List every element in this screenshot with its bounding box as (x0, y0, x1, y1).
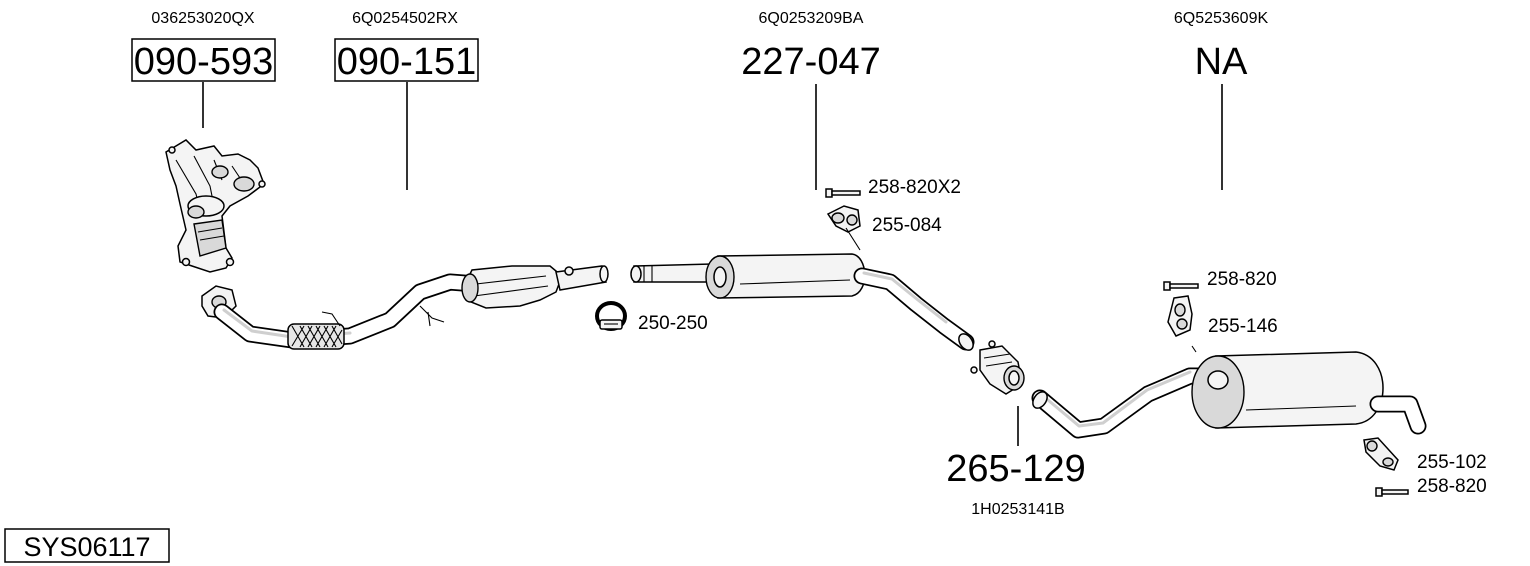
exhaust-manifold-drawing (165, 139, 266, 273)
bolt-tail-drawing (1375, 487, 1409, 497)
part-box-manifold (131, 38, 276, 82)
oem-number-middle-silencer: 6Q0253209BA (759, 10, 864, 27)
system-code: SYS06117 (23, 532, 150, 562)
accessory-label-bolt-tail[interactable]: 258-820 (1417, 476, 1487, 497)
accessory-label-rubber-mount-tail[interactable]: 255-102 (1417, 452, 1487, 473)
oem-number-front-pipe: 6Q0254502RX (352, 10, 458, 27)
oem-number-manifold: 036253020QX (151, 10, 255, 27)
accessory-label-bolt-rear[interactable]: 258-820 (1207, 269, 1277, 290)
bolt-rear-drawing (1163, 281, 1199, 291)
part-number-front-pipe[interactable]: 090-151 (337, 41, 476, 83)
accessory-label-clamp[interactable]: 250-250 (638, 313, 708, 334)
oem-number-connecting-pipe: 1H0253141B (971, 501, 1064, 518)
part-number-manifold[interactable]: 090-593 (134, 41, 273, 83)
connecting-pipe-drawing (970, 340, 1025, 395)
accessory-label-rubber-mount-rear[interactable]: 255-146 (1208, 316, 1278, 337)
part-number-middle-silencer[interactable]: 227-047 (741, 41, 880, 83)
accessory-label-bolt-middle[interactable]: 258-820X2 (868, 177, 961, 198)
rubber-mount-tail-drawing (1363, 437, 1399, 471)
clamp-250-250-drawing (595, 301, 627, 331)
rubber-mount-middle-drawing (826, 205, 861, 251)
rubber-mount-rear-drawing (1167, 295, 1193, 337)
front-pipe-catalyst-drawing (201, 265, 609, 350)
rear-silencer-drawing (1031, 345, 1427, 439)
accessory-label-rubber-mount-middle[interactable]: 255-084 (872, 215, 942, 236)
middle-silencer-drawing (630, 253, 975, 351)
part-number-rear-silencer[interactable]: NA (1195, 41, 1248, 83)
part-box-front-pipe (334, 38, 479, 82)
part-number-connecting-pipe[interactable]: 265-129 (946, 448, 1085, 490)
oem-number-rear-silencer: 6Q5253609K (1174, 10, 1269, 27)
bolt-middle-drawing (825, 188, 861, 198)
system-code-box (4, 528, 170, 563)
